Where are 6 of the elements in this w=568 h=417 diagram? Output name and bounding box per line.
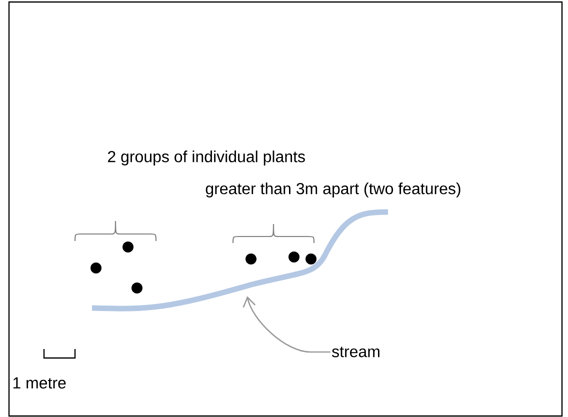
note-text: 2 groups of individual plants [108, 150, 305, 166]
stream-line [92, 209, 388, 312]
stream-label: stream [332, 346, 380, 358]
note-text: greater than 3m apart (two features) [206, 182, 460, 198]
note-text: 1 metre [13, 377, 66, 389]
leader-arrow [242, 296, 330, 353]
